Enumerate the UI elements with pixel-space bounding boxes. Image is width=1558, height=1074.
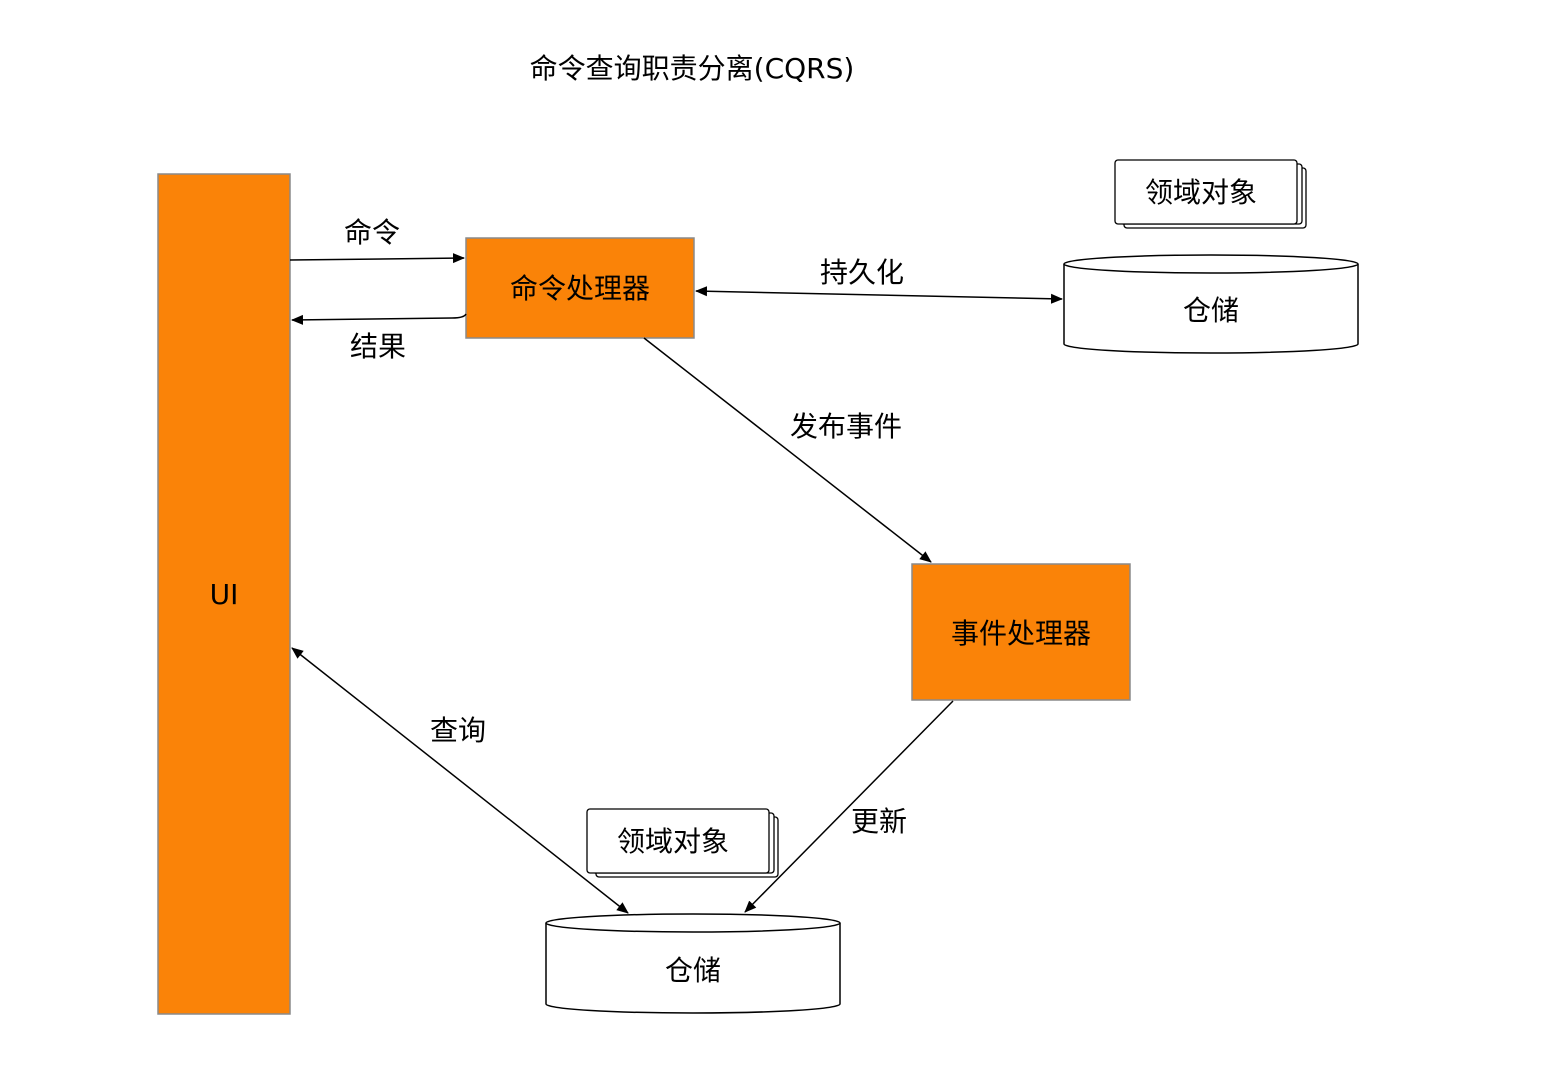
update-arrow-label: 更新 — [851, 805, 907, 838]
repository-top: 仓储 — [1063, 254, 1359, 354]
persist-arrow — [695, 286, 1063, 304]
event-handler-box — [911, 563, 1131, 701]
command-handler-box — [465, 237, 695, 339]
result-arrow-label: 结果 — [350, 330, 406, 363]
domain-object-top: 领域对象 — [1114, 159, 1307, 229]
result-arrow — [291, 313, 467, 325]
event-handler-label: 事件处理器 — [951, 617, 1091, 650]
command-arrow — [289, 253, 465, 264]
publish-event-arrow — [643, 337, 932, 563]
domain-object-top-label: 领域对象 — [1145, 176, 1257, 209]
ui-label: UI — [210, 578, 239, 611]
query-arrow — [291, 647, 629, 914]
repository-bottom: 仓储 — [545, 913, 841, 1014]
update-arrow — [744, 700, 954, 913]
command-handler-label: 命令处理器 — [510, 272, 650, 305]
command-arrow-label: 命令 — [344, 216, 400, 249]
persist-arrow-label: 持久化 — [820, 256, 904, 289]
publish-event-arrow-label: 发布事件 — [790, 410, 902, 443]
diagram-title: 命令查询职责分离(CQRS) — [530, 52, 855, 85]
ui-block — [157, 173, 291, 1015]
query-arrow-label: 查询 — [430, 714, 486, 747]
domain-object-bottom: 领域对象 — [586, 808, 779, 878]
repository-top-label: 仓储 — [1183, 294, 1239, 327]
repository-bottom-label: 仓储 — [665, 954, 721, 987]
domain-object-bottom-label: 领域对象 — [617, 825, 729, 858]
